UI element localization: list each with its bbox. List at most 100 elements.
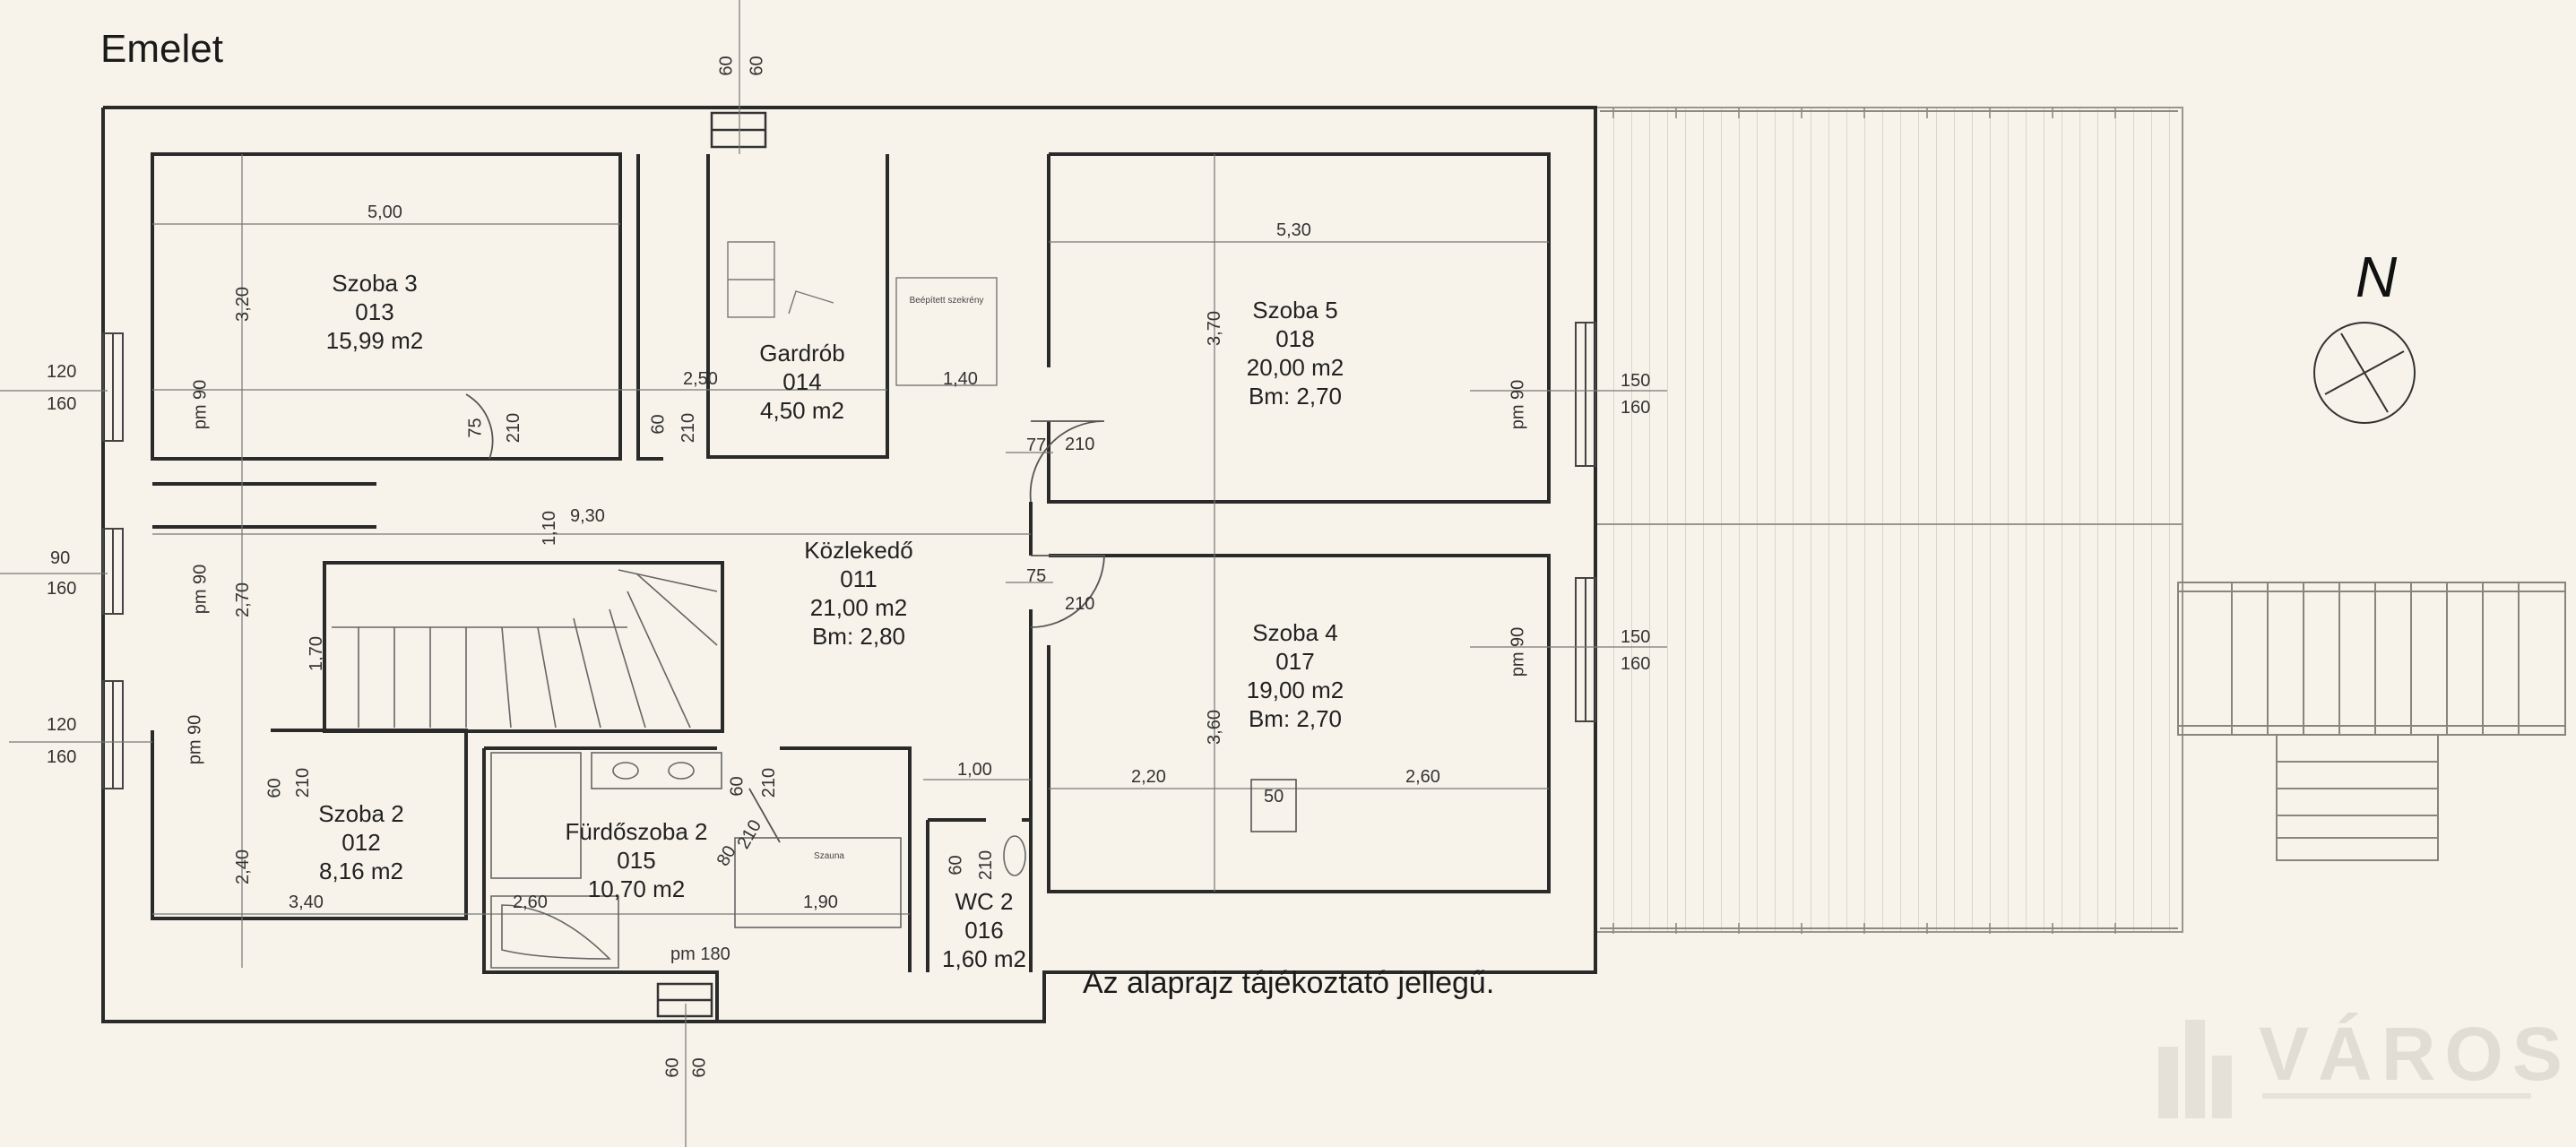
room-name: Szoba 4 <box>1252 619 1338 646</box>
box-dimension: 50 <box>1264 787 1284 806</box>
room-code: 016 <box>964 917 1004 944</box>
disclaimer-note: Az alaprajz tájékoztató jellegű. <box>1083 966 1495 1000</box>
window-height-160-d: 160 <box>1621 398 1651 418</box>
door-height-210-szoba2: 210 <box>293 767 314 798</box>
door-height-210-gardrob: 210 <box>679 412 699 444</box>
door-width-60-bath: 60 <box>727 776 748 797</box>
window-height-160-a: 160 <box>47 394 77 414</box>
door-height-210-szoba3: 210 <box>504 412 524 444</box>
room-area: 19,00 m2 <box>1246 677 1344 703</box>
pm-90-e: pm 90 <box>1508 626 1528 677</box>
dim-1-70: 1,70 <box>306 636 326 671</box>
room-code: 018 <box>1275 325 1315 352</box>
room-code: 017 <box>1275 648 1315 675</box>
pm-90-a: pm 90 <box>190 379 211 430</box>
dim-3-60: 3,60 <box>1204 710 1224 745</box>
gardrob-fixture <box>727 241 834 318</box>
dim-2-60-a: 2,60 <box>513 893 548 912</box>
dim-3-40: 3,40 <box>289 893 324 912</box>
north-label: N <box>2356 245 2398 309</box>
room-szoba-3: Szoba 3 013 15,99 m2 <box>326 269 423 355</box>
dim-2-20: 2,20 <box>1131 767 1166 787</box>
chimney-top <box>710 111 767 149</box>
dim-2-60-b: 2,60 <box>1405 767 1440 787</box>
doors <box>465 393 1105 843</box>
room-code: 013 <box>355 298 394 325</box>
room-kozlekedo: Közlekedő 011 21,00 m2 Bm: 2,80 <box>804 536 912 651</box>
dim-2-40: 2,40 <box>232 849 253 884</box>
room-area: 4,50 m2 <box>760 397 844 424</box>
door-height-210-bath: 210 <box>759 767 780 798</box>
dim-3-70: 3,70 <box>1204 311 1224 346</box>
room-area: 1,60 m2 <box>942 945 1026 972</box>
chimney-top-dim-2: 60 <box>747 56 767 76</box>
exterior-stairs <box>2177 582 2566 861</box>
dim-1-90: 1,90 <box>803 893 838 912</box>
room-name: Szoba 3 <box>332 270 418 297</box>
room-code: 012 <box>341 829 381 856</box>
room-name: Közlekedő <box>804 537 913 564</box>
door-height-210-a: 210 <box>1065 435 1095 454</box>
window-width-150-a: 150 <box>1621 371 1651 391</box>
terrace-deck <box>1595 107 2183 934</box>
door-width-77-b: 77 <box>1026 436 1047 455</box>
window-height-160-e: 160 <box>1621 654 1651 674</box>
room-szoba-2: Szoba 2 012 8,16 m2 <box>318 799 403 885</box>
dim-5-00: 5,00 <box>367 203 402 222</box>
room-name: Szoba 2 <box>318 800 404 827</box>
door-width-60-wc: 60 <box>946 855 966 875</box>
window-width-120-b: 120 <box>47 715 77 735</box>
room-name: Fürdőszoba 2 <box>565 818 708 845</box>
dim-1-10: 1,10 <box>539 511 559 546</box>
dim-3-20: 3,20 <box>232 287 253 322</box>
dim-1-00: 1,00 <box>957 760 992 780</box>
window-width-150-b: 150 <box>1621 627 1651 647</box>
watermark-logo: VÁROSI <box>2151 1011 2576 1118</box>
room-height: Bm: 2,80 <box>811 623 906 650</box>
window-width-120-a: 120 <box>47 362 77 382</box>
dim-2-70: 2,70 <box>232 582 253 617</box>
chimney-top-dim-1: 60 <box>716 56 737 76</box>
room-name: Szoba 5 <box>1252 297 1338 323</box>
room-area: 10,70 m2 <box>587 875 686 902</box>
room-area: 8,16 m2 <box>319 858 403 884</box>
logo-wordmark: VÁROSI <box>2259 1012 2576 1096</box>
dimension-lines <box>0 0 1667 1147</box>
pm-90-d: pm 90 <box>1508 379 1528 430</box>
dim-5-30: 5,30 <box>1276 220 1311 240</box>
sauna-label: Szauna <box>814 851 844 861</box>
interior-stair-treads <box>332 569 718 729</box>
door-width-75: 75 <box>1026 566 1047 586</box>
logo-subline <box>2262 1093 2531 1099</box>
dim-9-30: 9,30 <box>570 506 605 526</box>
windows <box>102 322 1596 789</box>
chimney-bottom-dim-2: 60 <box>689 1057 710 1078</box>
room-szoba-5: Szoba 5 018 20,00 m2 Bm: 2,70 <box>1247 296 1344 410</box>
room-szoba-4: Szoba 4 017 19,00 m2 Bm: 2,70 <box>1247 618 1344 733</box>
builtin-wardrobe-label: Beépített szekrény <box>909 296 984 306</box>
room-code: 011 <box>840 565 877 592</box>
room-code: 015 <box>617 847 656 874</box>
north-compass <box>2313 322 2416 424</box>
door-height-210-b: 210 <box>1065 594 1095 614</box>
small-box <box>1250 779 1297 832</box>
pm-90-c: pm 90 <box>185 714 205 765</box>
door-width-75-szoba3: 75 <box>465 418 486 438</box>
door-width-60-szoba2: 60 <box>264 778 285 798</box>
dim-2-50: 2,50 <box>683 369 718 389</box>
room-wc-2: WC 2 016 1,60 m2 <box>942 887 1026 973</box>
room-height: Bm: 2,70 <box>1248 705 1343 732</box>
room-code: 014 <box>782 368 822 395</box>
window-height-160-c: 160 <box>47 747 77 767</box>
window-width-90: 90 <box>50 548 71 568</box>
pm-180: pm 180 <box>670 944 730 964</box>
floor-title: Emelet <box>100 27 223 71</box>
bathroom-fixtures <box>490 752 1026 969</box>
room-area: 21,00 m2 <box>809 594 908 621</box>
room-gardrob: Gardrób 014 4,50 m2 <box>759 339 844 425</box>
builtin-wardrobe <box>895 277 998 386</box>
door-width-60-gardrob: 60 <box>648 414 669 435</box>
room-furdoszoba-2: Fürdőszoba 2 015 10,70 m2 <box>566 817 708 903</box>
